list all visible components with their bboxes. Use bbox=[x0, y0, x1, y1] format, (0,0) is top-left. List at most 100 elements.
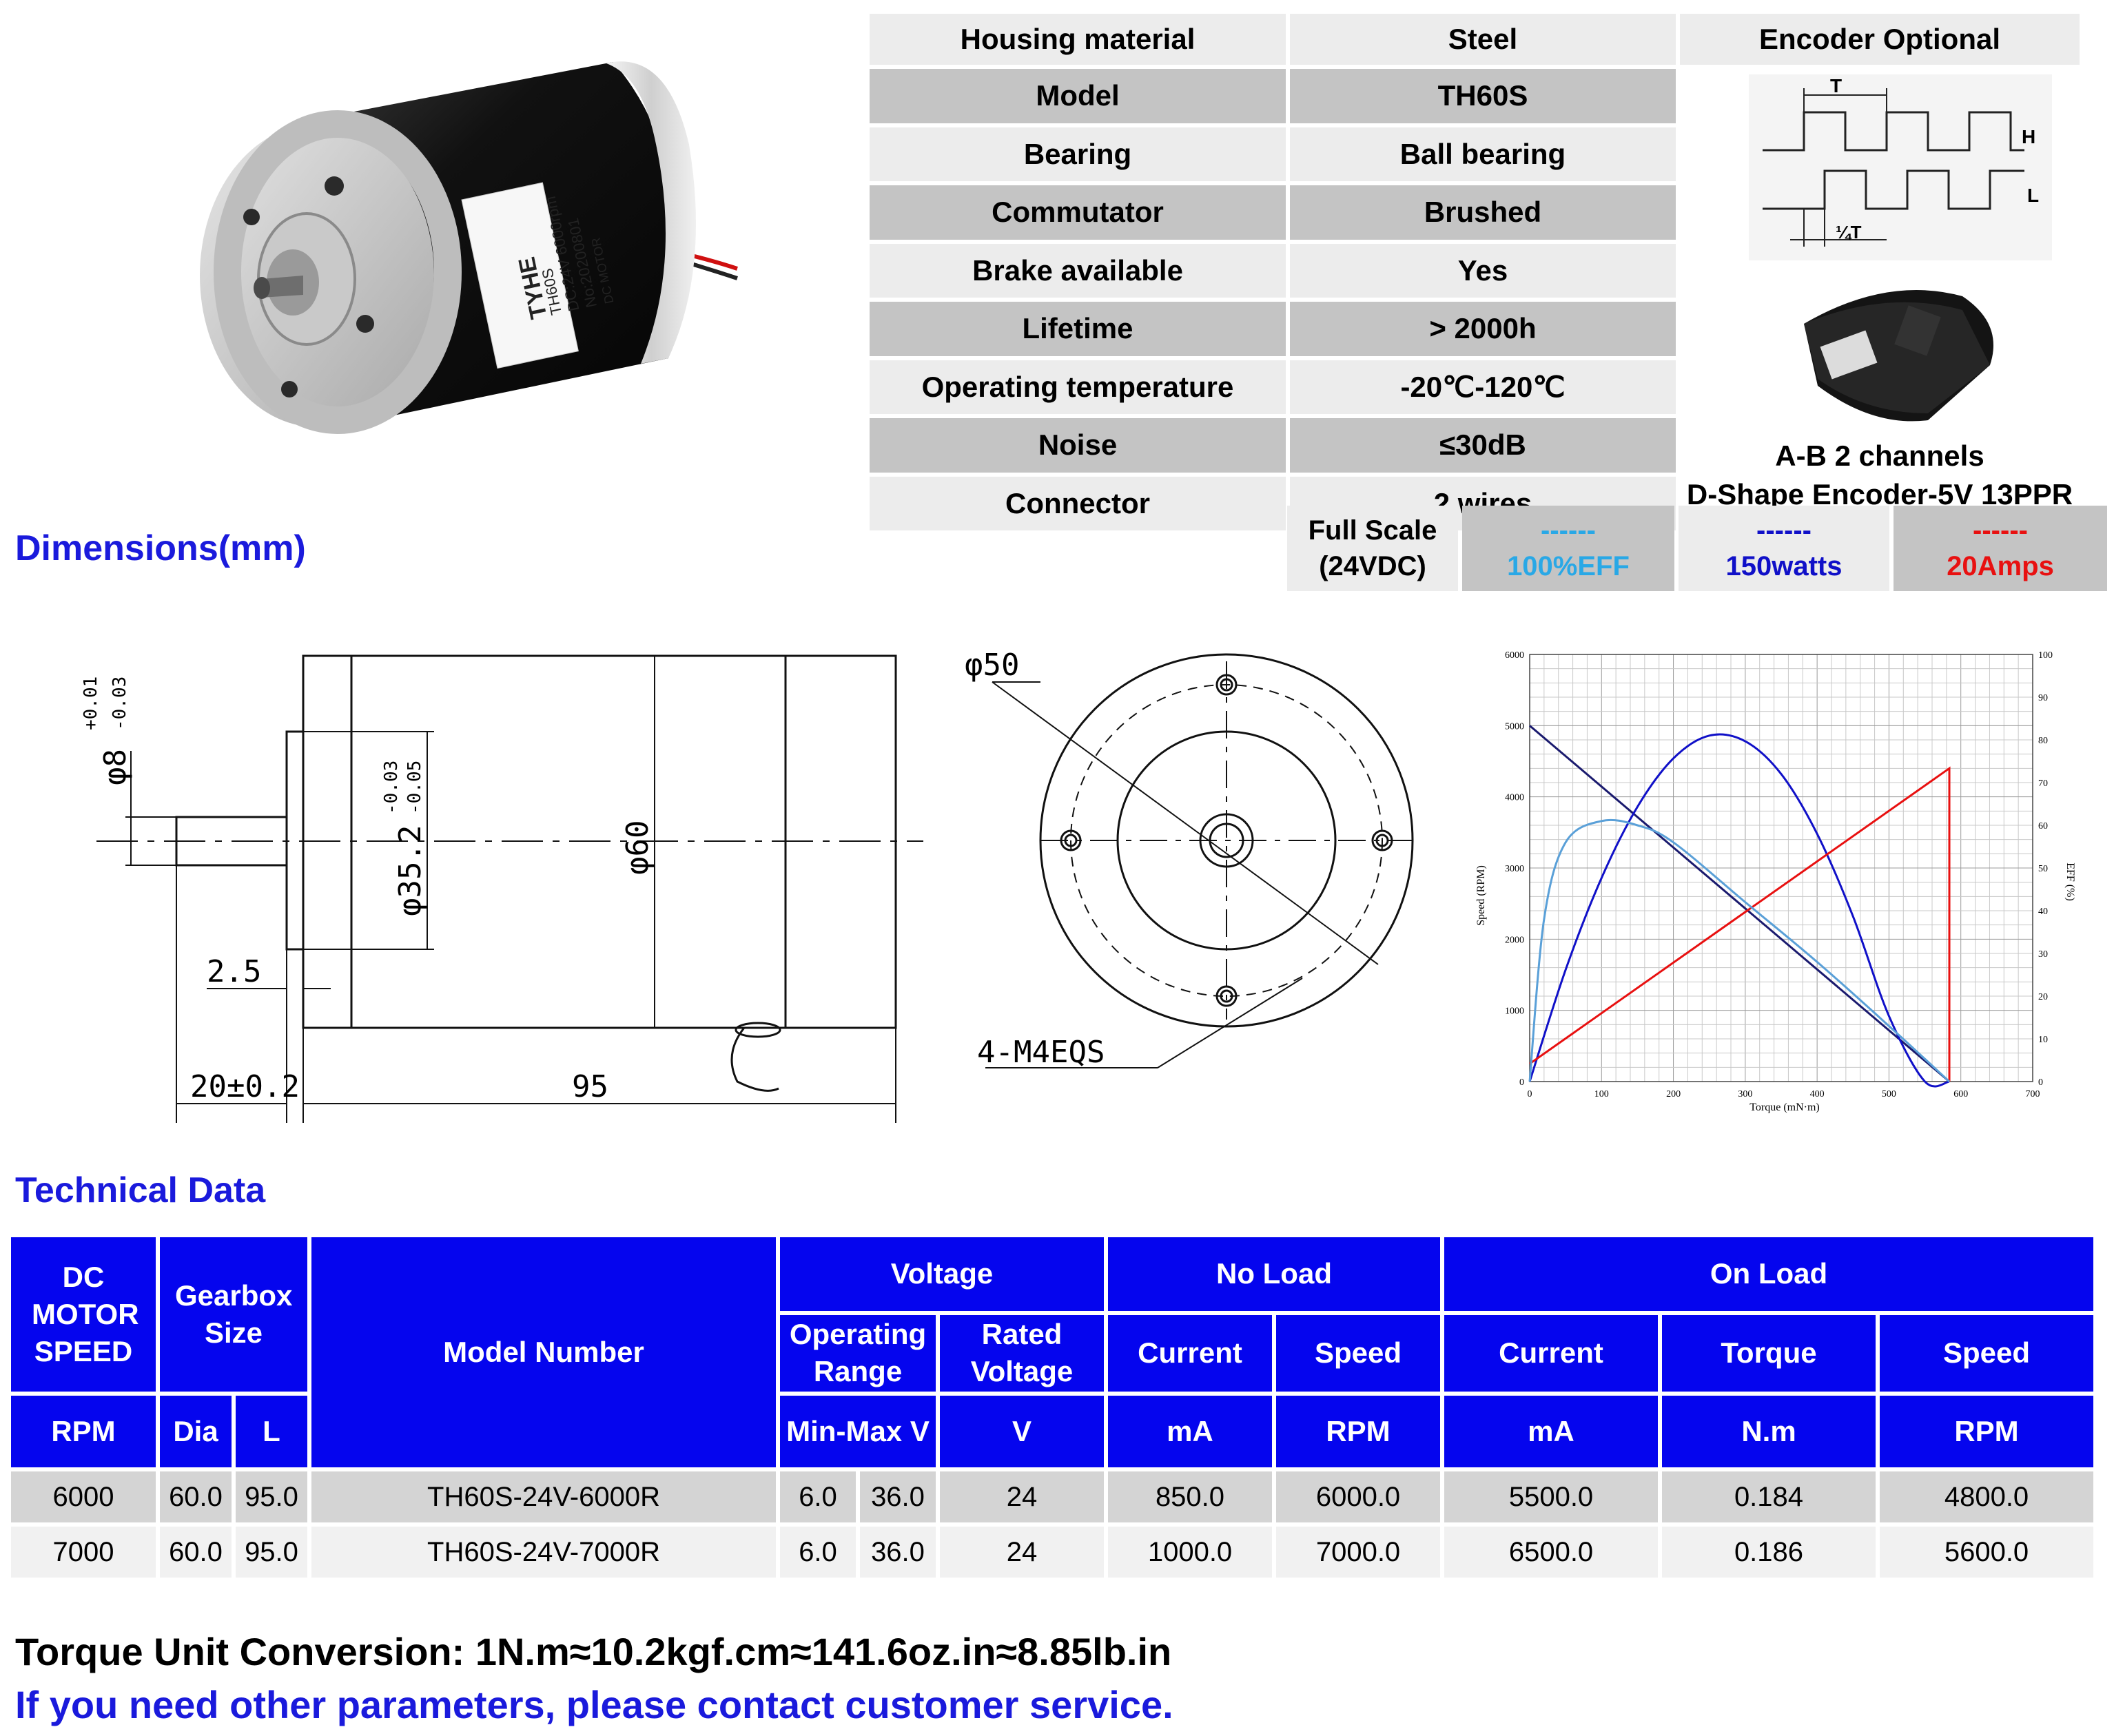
spec-value: -20℃-120℃ bbox=[1290, 360, 1676, 414]
unit-ma-noload: mA bbox=[1108, 1396, 1272, 1467]
cell-l: 95.0 bbox=[236, 1471, 307, 1522]
spec-row: Housing material Steel Encoder Optional bbox=[870, 14, 2080, 65]
spec-label: Operating temperature bbox=[870, 360, 1286, 414]
unit-rpm: RPM bbox=[11, 1396, 156, 1467]
dim-boss-tol-lower: -0.05 bbox=[404, 761, 425, 814]
cell-model: TH60S-24V-7000R bbox=[311, 1527, 776, 1578]
spec-value: ≤30dB bbox=[1290, 418, 1676, 473]
unit-dia: Dia bbox=[160, 1396, 232, 1467]
cell-dia: 60.0 bbox=[160, 1527, 232, 1578]
contact-note: If you need other parameters, please con… bbox=[15, 1683, 1173, 1726]
header-motor-speed-text: DC MOTOR SPEED bbox=[32, 1261, 139, 1367]
y-tick-label: 6000 bbox=[1505, 650, 1524, 661]
front-circle-dia: φ50 bbox=[965, 648, 1019, 683]
legend-efficiency: ------ 100%EFF bbox=[1462, 506, 1674, 591]
header-operating-range-text: Operating Range bbox=[789, 1318, 927, 1388]
spec-label: Bearing bbox=[870, 127, 1286, 181]
front-view-drawing: φ50 4-M4EQS bbox=[965, 648, 1414, 1070]
cell-ol-torque: 0.184 bbox=[1662, 1471, 1876, 1522]
chart-series-group bbox=[1528, 725, 1951, 1088]
wave-l-label: L bbox=[2027, 185, 2039, 206]
y2-tick-label: 50 bbox=[2038, 864, 2048, 874]
y2-tick-label: 70 bbox=[2038, 778, 2048, 789]
spec-label: Connector bbox=[870, 476, 1286, 530]
cell-dia: 60.0 bbox=[160, 1471, 232, 1522]
header-voltage: Voltage bbox=[780, 1237, 1104, 1311]
series-line-0 bbox=[1529, 725, 1950, 1083]
spec-row: Model TH60S T H L ¼T bbox=[870, 69, 2080, 530]
cell-vmin: 6.0 bbox=[780, 1527, 856, 1578]
spec-row: Brake available Yes bbox=[870, 243, 2080, 298]
header-operating-range: Operating Range bbox=[780, 1314, 936, 1392]
plot-frame bbox=[1529, 654, 2033, 1082]
header-gearbox: Gearbox Size bbox=[160, 1237, 307, 1392]
cell-ol-torque: 0.186 bbox=[1662, 1527, 1876, 1578]
y2-tick-label: 100 bbox=[2038, 650, 2053, 661]
y-tick-label: 4000 bbox=[1505, 793, 1524, 803]
wave-h-label: H bbox=[2022, 126, 2035, 147]
encoder-line2: D-Shape Encoder-5V 13PPR bbox=[1686, 478, 2073, 510]
dim-shaft-tol-lower: -0.03 bbox=[110, 676, 130, 730]
dim-shaft-len: 20±0.2 bbox=[190, 1069, 300, 1104]
dim-body-len: 95 bbox=[572, 1069, 608, 1104]
cell-l: 95.0 bbox=[236, 1527, 307, 1578]
spec-table: Housing material Steel Encoder Optional … bbox=[865, 10, 2084, 535]
header-no-load-current: Current bbox=[1108, 1314, 1272, 1392]
table-row: 6000 60.0 95.0 TH60S-24V-6000R 6.0 36.0 … bbox=[11, 1471, 2093, 1522]
header-rated-voltage-text: Rated Voltage bbox=[970, 1318, 1074, 1388]
header-on-load-current: Current bbox=[1444, 1314, 1658, 1392]
y2-tick-label: 10 bbox=[2038, 1035, 2048, 1045]
legend-current-dash: ------ bbox=[1973, 515, 2028, 546]
technical-data-table: DC MOTOR SPEED Gearbox Size Model Number… bbox=[7, 1233, 2097, 1582]
header-model-number: Model Number bbox=[311, 1237, 776, 1467]
spec-row: Noise ≤30dB bbox=[870, 418, 2080, 473]
legend-power: ------ 150watts bbox=[1679, 506, 1889, 591]
header-gearbox-text: Gearbox Size bbox=[175, 1279, 293, 1349]
chart-y2label: EFF (%) bbox=[2064, 862, 2076, 901]
wave-quarter-label: ¼T bbox=[1836, 222, 1862, 242]
x-tick-label: 400 bbox=[1810, 1089, 1825, 1099]
x-tick-label: 500 bbox=[1882, 1089, 1896, 1099]
dim-shaft-tol-upper: +0.01 bbox=[83, 676, 101, 730]
legend-current: ------ 20Amps bbox=[1894, 506, 2107, 591]
motor-photo bbox=[200, 61, 738, 434]
encoder-line1: A-B 2 channels bbox=[1775, 440, 1984, 472]
spec-value: TH60S bbox=[1290, 69, 1676, 123]
spec-label: Commutator bbox=[870, 185, 1286, 240]
cell-rpm: 6000 bbox=[11, 1471, 156, 1522]
series-line-1 bbox=[1528, 733, 1950, 1088]
y2-tick-label: 60 bbox=[2038, 821, 2048, 831]
unit-nm: N.m bbox=[1662, 1396, 1876, 1467]
front-holes: 4-M4EQS bbox=[977, 1035, 1105, 1070]
unit-l: L bbox=[236, 1396, 307, 1467]
unit-ma-onload: mA bbox=[1444, 1396, 1658, 1467]
legend-power-dash: ------ bbox=[1756, 515, 1812, 546]
spec-row: Operating temperature -20℃-120℃ bbox=[870, 360, 2080, 414]
header-on-load: On Load bbox=[1444, 1237, 2093, 1311]
unit-min-max: Min-Max V bbox=[780, 1396, 936, 1467]
full-scale-line1: Full Scale bbox=[1308, 515, 1437, 546]
x-tick-label: 700 bbox=[2026, 1089, 2040, 1099]
full-scale-line2: (24VDC) bbox=[1319, 551, 1426, 581]
x-tick-label: 0 bbox=[1528, 1089, 1532, 1099]
spec-value: > 2000h bbox=[1290, 302, 1676, 356]
cell-nl-current: 1000.0 bbox=[1108, 1527, 1272, 1578]
y-tick-label: 3000 bbox=[1505, 864, 1524, 874]
header-no-load: No Load bbox=[1108, 1237, 1440, 1311]
spec-label: Housing material bbox=[870, 14, 1286, 65]
dim-body-dia: φ60 bbox=[620, 820, 655, 875]
dim-boss-len: 2.5 bbox=[207, 954, 261, 989]
dim-boss-tol-upper: -0.03 bbox=[381, 761, 402, 814]
chart-xlabel: Torque (mN·m) bbox=[1749, 1102, 1820, 1113]
legend-efficiency-text: 100%EFF bbox=[1507, 551, 1630, 581]
x-tick-label: 300 bbox=[1738, 1089, 1752, 1099]
wave-t-label: T bbox=[1830, 75, 1842, 96]
dim-shaft-dia: φ8 bbox=[98, 749, 133, 785]
legend-current-text: 20Amps bbox=[1947, 551, 2054, 581]
spec-row: Bearing Ball bearing bbox=[870, 127, 2080, 181]
header-rated-voltage: Rated Voltage bbox=[940, 1314, 1104, 1392]
series-line-3 bbox=[1528, 818, 1951, 1083]
legend-power-text: 150watts bbox=[1725, 551, 1843, 581]
